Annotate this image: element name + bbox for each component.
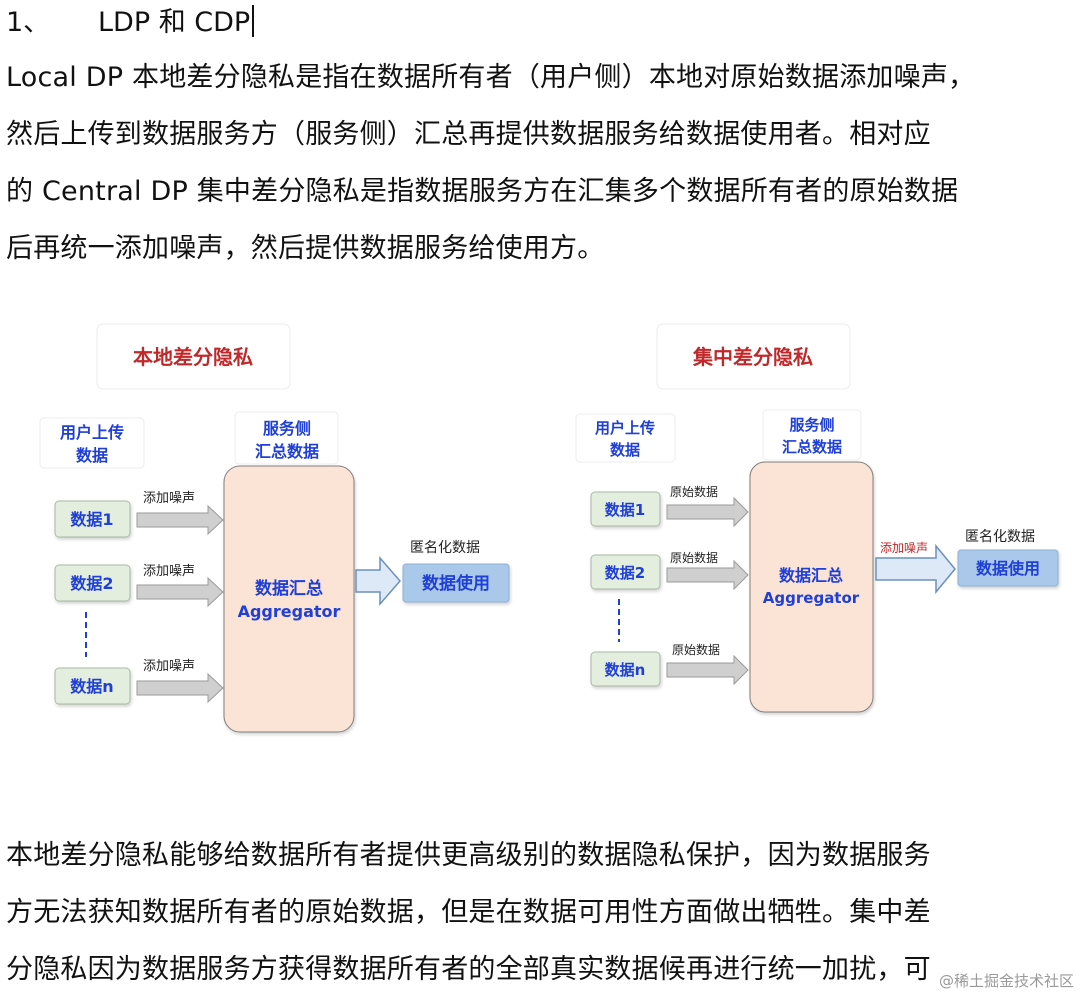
cdp-data-label-2: 数据2	[605, 564, 645, 582]
ldp-data-box-n	[54, 667, 131, 705]
watermark: @稀土掘金技术社区	[938, 972, 1074, 990]
ldp-user-label-line: 数据	[76, 446, 108, 465]
cdp-arrow-label-2: 原始数据	[670, 550, 718, 565]
cdp-arrow-2	[666, 559, 749, 591]
conclusion-line: 方无法获知数据所有者的原始数据，但是在数据可用性方面做出牺牲。集中差	[6, 897, 931, 928]
ldp-user-label-box	[39, 417, 145, 469]
cdp-diagram: 集中差分隐私 用户上传 数据 服务侧 汇总数据 数据1 数据2 数据n 原始数据…	[575, 323, 1059, 713]
cdp-data-label-1: 数据1	[605, 501, 645, 519]
ldp-output-text: 数据使用	[422, 573, 490, 594]
intro-line: 然后上传到数据服务方（服务侧）汇总再提供数据服务给数据使用者。相对应	[6, 119, 931, 150]
ldp-arrow-1	[136, 504, 224, 536]
conclusion-paragraph: 本地差分隐私能够给数据所有者提供更高级别的数据隐私保护，因为数据服务 方无法获知…	[6, 827, 1080, 998]
ldp-arrow-3	[136, 672, 224, 704]
cdp-data-box-n	[590, 651, 661, 687]
intro-line: Local DP 本地差分隐私是指在数据所有者（用户侧）本地对原始数据添加噪声，	[6, 62, 976, 93]
ldp-data-box-2	[54, 564, 131, 602]
ldp-title: 本地差分隐私	[133, 345, 253, 369]
cdp-data-box-1	[590, 491, 661, 527]
ldp-title-box	[96, 323, 291, 390]
ldp-server-label-box	[234, 411, 339, 465]
cdp-aggregator-en: Aggregator	[763, 589, 860, 607]
cdp-output-arrow	[875, 543, 956, 595]
cdp-noise-label: 添加噪声	[880, 541, 928, 555]
ldp-output-arrow	[355, 555, 401, 607]
cdp-arrow-label-3: 原始数据	[672, 642, 720, 657]
ldp-server-label-line: 服务侧	[263, 419, 311, 438]
ldp-diagram: 本地差分隐私 用户上传 数据 服务侧 汇总数据 数据1 数据2 数据n 添加噪声…	[39, 323, 510, 733]
ldp-server-label-line: 汇总数据	[255, 442, 319, 461]
ldp-output-label: 匿名化数据	[410, 540, 480, 556]
cdp-user-label-line: 数据	[610, 441, 640, 459]
ldp-arrow-2	[136, 576, 224, 608]
cdp-output-box	[957, 549, 1059, 587]
cdp-output-label: 匿名化数据	[965, 529, 1035, 545]
intro-line: 后再统一添加噪声，然后提供数据服务给使用方。	[6, 233, 605, 264]
cdp-output-text: 数据使用	[976, 559, 1040, 578]
cdp-user-label-box	[575, 413, 676, 463]
ldp-data-label-2: 数据2	[70, 574, 113, 593]
cdp-user-label-line: 用户上传	[595, 419, 655, 437]
cdp-data-box-2	[590, 554, 661, 590]
cdp-title: 集中差分隐私	[692, 345, 813, 369]
ldp-aggregator-cn: 数据汇总	[255, 578, 323, 599]
ldp-data-box-1	[54, 500, 131, 538]
cdp-server-label-line: 汇总数据	[782, 438, 842, 456]
cdp-data-label-n: 数据n	[605, 661, 646, 679]
cdp-server-label-line: 服务侧	[789, 416, 834, 434]
conclusion-line: 本地差分隐私能够给数据所有者提供更高级别的数据隐私保护，因为数据服务	[6, 840, 931, 871]
section-number: 1、	[6, 7, 51, 38]
ldp-output-box	[402, 563, 510, 603]
cdp-title-box	[656, 323, 851, 390]
ldp-data-label-1: 数据1	[70, 510, 113, 529]
ldp-data-label-n: 数据n	[70, 677, 113, 696]
ldp-arrow-label-1: 添加噪声	[143, 491, 195, 506]
intro-paragraph: Local DP 本地差分隐私是指在数据所有者（用户侧）本地对原始数据添加噪声，…	[6, 49, 1080, 277]
cdp-server-label-box	[762, 409, 862, 461]
intro-line: 的 Central DP 集中差分隐私是指数据服务方在汇集多个数据所有者的原始数…	[6, 176, 959, 207]
ldp-arrow-label-2: 添加噪声	[143, 564, 195, 579]
cdp-aggregator-box	[749, 461, 874, 713]
ldp-user-label-line: 用户上传	[60, 423, 124, 442]
ldp-arrow-label-3: 添加噪声	[143, 659, 195, 674]
text-cursor	[252, 5, 255, 37]
ldp-aggregator-en: Aggregator	[238, 602, 341, 621]
cdp-arrow-1	[666, 496, 749, 528]
conclusion-line: 分隐私因为数据服务方获得数据所有者的全部真实数据候再进行统一加扰，可	[6, 954, 931, 985]
section-title: LDP 和 CDP	[98, 7, 251, 38]
cdp-arrow-label-1: 原始数据	[670, 484, 718, 499]
cdp-arrow-3	[666, 654, 749, 686]
section-heading: 1、 LDP 和 CDP	[6, 4, 255, 42]
cdp-aggregator-cn: 数据汇总	[779, 566, 843, 585]
ldp-aggregator-box	[223, 465, 355, 733]
